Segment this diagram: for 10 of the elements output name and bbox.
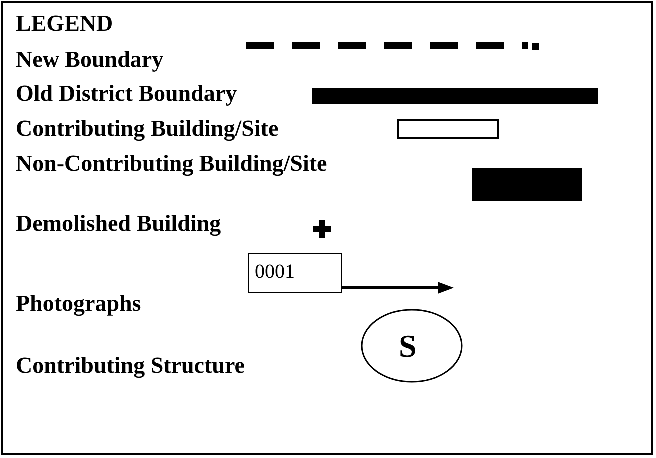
photo-number-box: 0001 — [248, 253, 342, 293]
legend-text: Demolished Building — [16, 212, 222, 235]
legend-text: Photographs — [16, 292, 142, 315]
legend-title: LEGEND — [16, 12, 114, 35]
legend-text: Contributing Building/Site — [16, 117, 279, 140]
legend-text: Contributing Structure — [16, 354, 245, 377]
legend-text: Old District Boundary — [16, 82, 238, 105]
legend-text: New Boundary — [16, 48, 164, 71]
structure-letter: S — [399, 330, 417, 362]
legend-text: Non-Contributing Building/Site — [16, 152, 328, 175]
